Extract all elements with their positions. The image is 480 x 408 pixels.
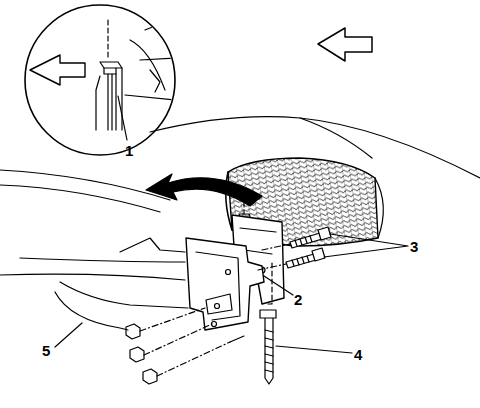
callout-number: 4	[354, 346, 362, 363]
callout-number: 2	[294, 291, 302, 308]
callout-number: 1	[125, 142, 133, 159]
callout-number: 3	[410, 238, 418, 255]
callout-number: 5	[42, 342, 50, 359]
